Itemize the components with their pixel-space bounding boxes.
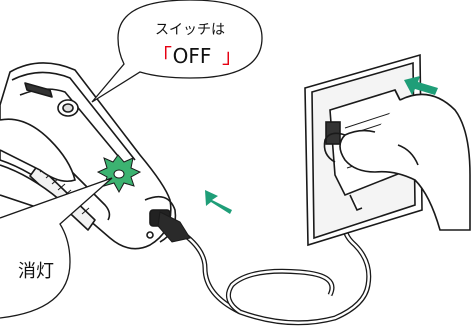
switch-callout-bracket-open: 「 — [152, 44, 172, 68]
switch-callout: スイッチは 「 OFF 」 — [92, 0, 262, 102]
lamp-callout-text: 消灯 — [18, 261, 54, 282]
dc-plug — [158, 212, 190, 242]
arrow-icon — [205, 190, 232, 214]
switch-callout-line1: スイッチは — [155, 22, 225, 38]
switch-callout-bracket-close: 」 — [222, 44, 242, 68]
switch-callout-state: OFF — [173, 44, 212, 68]
